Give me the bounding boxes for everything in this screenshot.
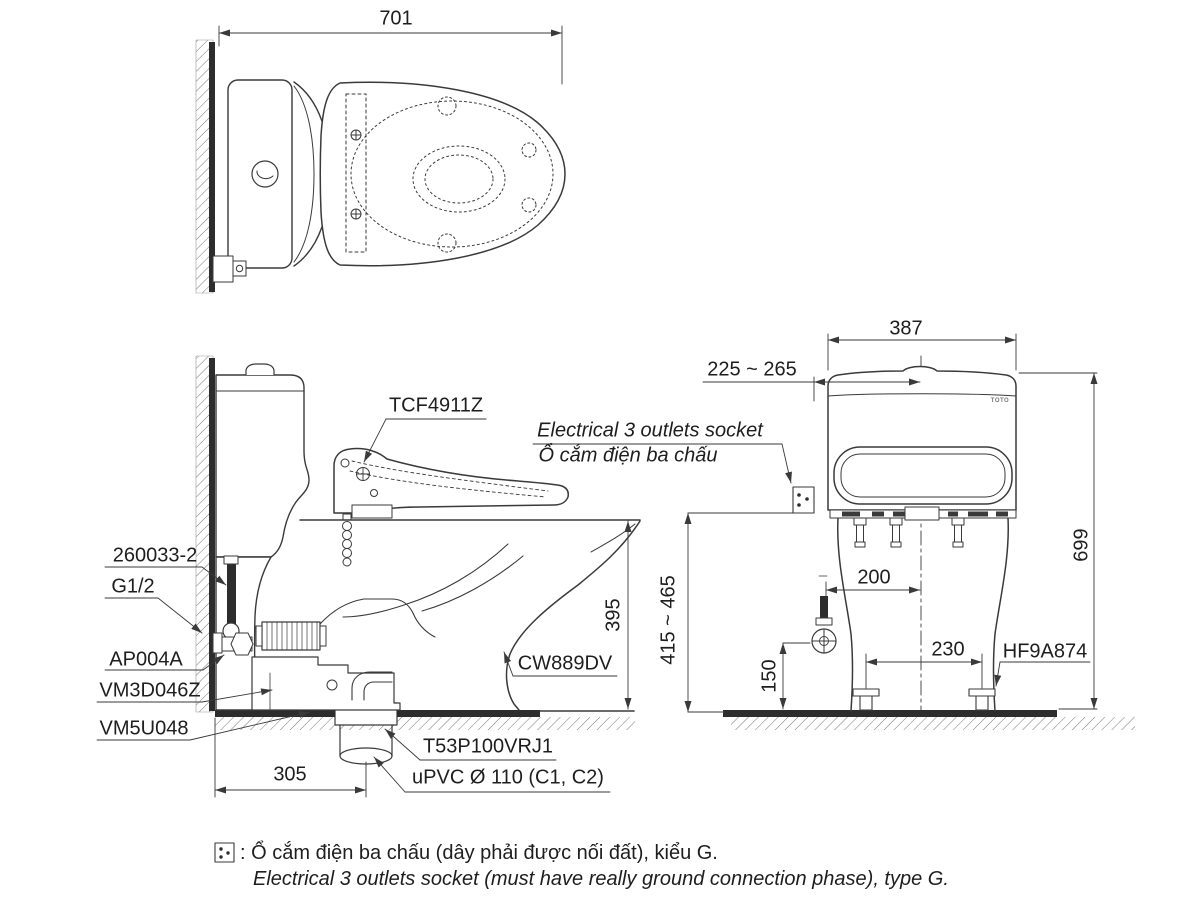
label-supply-hose: 260033-2 xyxy=(112,544,198,567)
dim-701-lines xyxy=(218,25,563,85)
dim-395: 395 xyxy=(602,598,625,632)
wall-line-side xyxy=(209,358,215,711)
label-bolt-cap: HF9A874 xyxy=(1002,640,1088,663)
label-stop-valve: AP004A xyxy=(109,648,183,671)
legend-line-vi: : Ổ cắm điện ba chấu (dây phải được nối … xyxy=(240,842,718,864)
toto-logo: TOTO xyxy=(990,398,1010,404)
drain-pipe xyxy=(334,702,398,765)
hinge-strip xyxy=(829,506,1017,521)
socket-icon xyxy=(792,486,815,514)
floor-hatch-side xyxy=(215,717,635,730)
label-bowl-model: CW889DV xyxy=(517,652,613,675)
tank-side xyxy=(215,374,310,558)
dim-230: 230 xyxy=(931,638,965,661)
stop-valve-assembly xyxy=(212,555,254,656)
dim-699: 699 xyxy=(1070,528,1093,562)
note-socket-en: Electrical 3 outlets socket xyxy=(537,419,763,442)
flush-mechanism xyxy=(255,598,436,651)
dim-701: 701 xyxy=(379,7,413,30)
seat-front xyxy=(833,446,1013,505)
floor-hatch-front xyxy=(731,717,1135,730)
note-socket-vi: Ổ cắm điện ba chấu xyxy=(538,444,718,467)
label-thread-size: G1/2 xyxy=(111,575,155,598)
supply-valve-front xyxy=(811,575,837,654)
trap-housing xyxy=(251,656,401,711)
dim-150: 150 xyxy=(758,659,781,693)
side-view xyxy=(96,355,641,798)
front-view xyxy=(532,333,1135,730)
leader-lines-side xyxy=(96,418,618,793)
label-drain-fitting: VM5U048 xyxy=(99,717,189,740)
hinge-bolts xyxy=(350,129,362,220)
flush-knob xyxy=(251,160,279,188)
supply-hose-beads xyxy=(342,513,352,567)
label-flange: T53P100VRJ1 xyxy=(422,735,554,758)
dim-305-lines xyxy=(214,717,367,798)
dim-225-265: 225 ~ 265 xyxy=(707,358,797,381)
legend-socket-icon xyxy=(214,842,235,863)
bowl-profile xyxy=(505,520,641,711)
wall-fitting xyxy=(212,255,247,283)
legend-line-en: Electrical 3 outlets socket (must have r… xyxy=(253,868,949,890)
dim-387: 387 xyxy=(889,317,923,340)
dim-200: 200 xyxy=(857,566,891,589)
label-drain-pipe: uPVC Ø 110 (C1, C2) xyxy=(412,766,604,789)
washlet-side xyxy=(333,447,569,514)
floor-bolts xyxy=(852,688,996,711)
dim-415-465: 415 ~ 465 xyxy=(657,575,680,665)
wall-line xyxy=(209,42,215,292)
label-seat-unit: TCF4911Z xyxy=(388,394,484,417)
dim-lines-front xyxy=(532,333,1098,713)
dim-305: 305 xyxy=(273,763,307,786)
top-view xyxy=(195,25,566,294)
tank-bolts xyxy=(853,517,965,548)
seat-lid-top xyxy=(319,81,566,267)
label-flush-fitting: VM3D046Z xyxy=(99,679,201,702)
